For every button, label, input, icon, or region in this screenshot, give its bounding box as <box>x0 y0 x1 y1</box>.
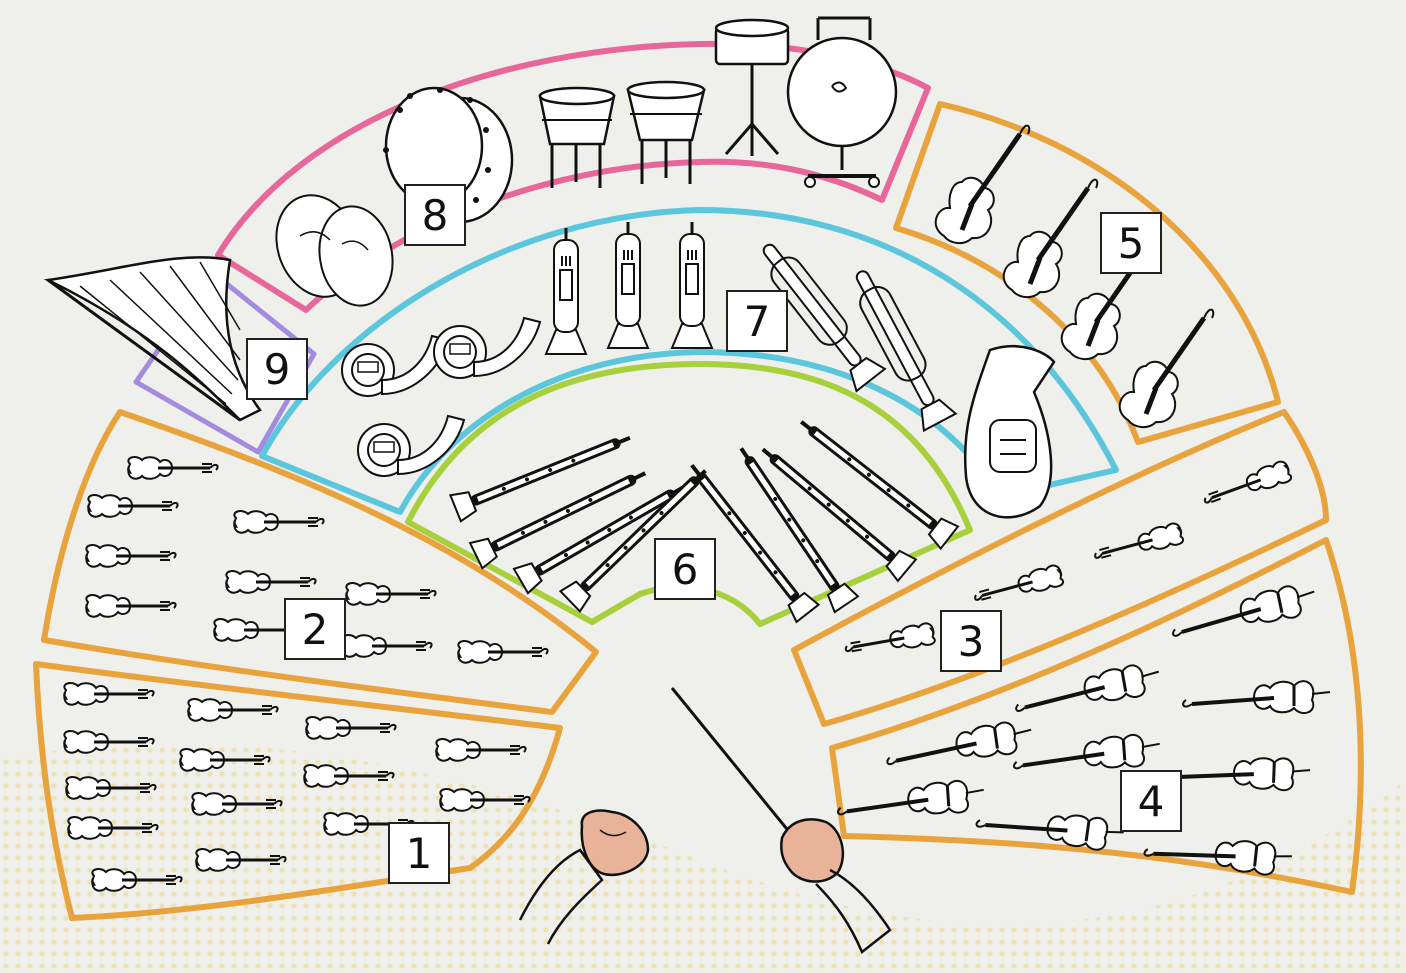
section-label-2: 2 <box>284 598 346 660</box>
section-label-6: 6 <box>654 538 716 600</box>
label-text: 2 <box>302 605 329 654</box>
label-text: 3 <box>958 617 985 666</box>
label-text: 1 <box>406 829 433 878</box>
label-text: 6 <box>672 545 699 594</box>
section-label-7: 7 <box>726 290 788 352</box>
section-label-4: 4 <box>1120 770 1182 832</box>
section-label-3: 3 <box>940 610 1002 672</box>
label-text: 5 <box>1118 219 1145 268</box>
label-text: 9 <box>264 345 291 394</box>
label-text: 7 <box>744 297 771 346</box>
section-label-9: 9 <box>246 338 308 400</box>
section-label-1: 1 <box>388 822 450 884</box>
section-label-5: 5 <box>1100 212 1162 274</box>
label-text: 4 <box>1138 777 1165 826</box>
label-text: 8 <box>422 191 449 240</box>
section-label-8: 8 <box>404 184 466 246</box>
